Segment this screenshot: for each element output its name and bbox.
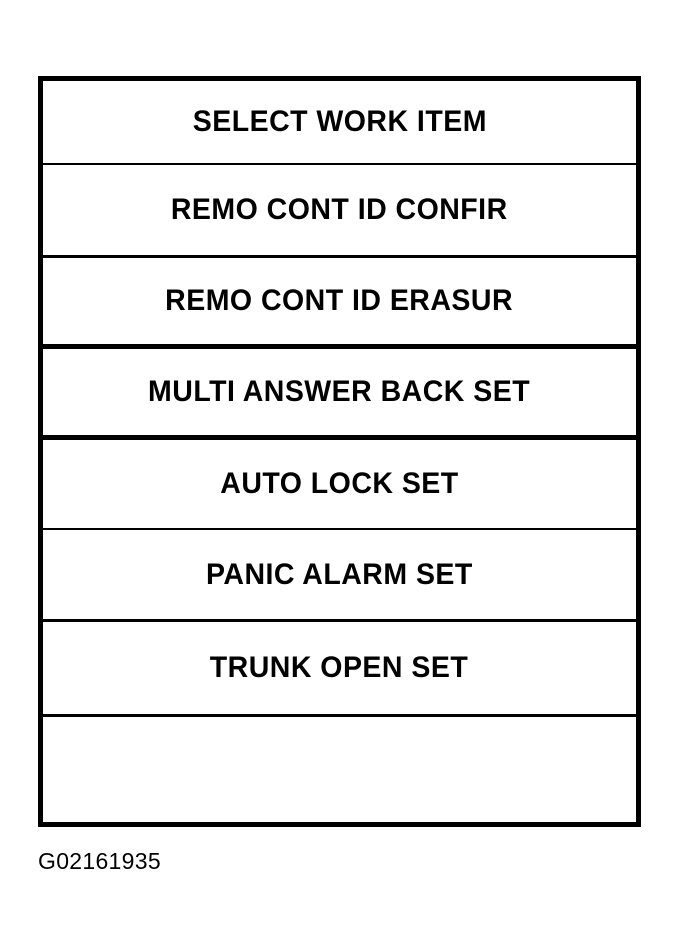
menu-row-panic-alarm-set[interactable]: PANIC ALARM SET: [43, 530, 636, 622]
menu-row-title: SELECT WORK ITEM: [43, 81, 636, 165]
menu-row-auto-lock-set[interactable]: AUTO LOCK SET: [43, 440, 636, 530]
menu-row-remo-cont-id-erasur[interactable]: REMO CONT ID ERASUR: [43, 258, 636, 349]
menu-row-label: PANIC ALARM SET: [206, 557, 473, 591]
menu-row-trunk-open-set[interactable]: TRUNK OPEN SET: [43, 622, 636, 717]
menu-row-label: MULTI ANSWER BACK SET: [148, 375, 531, 408]
menu-row-label: REMO CONT ID ERASUR: [165, 284, 514, 317]
menu-row-label: SELECT WORK ITEM: [192, 105, 487, 138]
menu-row-label: AUTO LOCK SET: [220, 467, 459, 500]
menu-row-label: REMO CONT ID CONFIR: [171, 193, 508, 226]
select-work-item-menu-screen: SELECT WORK ITEM REMO CONT ID CONFIR REM…: [38, 76, 641, 827]
menu-row-multi-answer-back-set[interactable]: MULTI ANSWER BACK SET: [43, 349, 636, 440]
menu-row-label: TRUNK OPEN SET: [210, 651, 469, 684]
figure-caption: G02161935: [38, 848, 161, 874]
menu-row-remo-cont-id-confir[interactable]: REMO CONT ID CONFIR: [43, 165, 636, 258]
menu-row-empty[interactable]: [43, 717, 636, 807]
